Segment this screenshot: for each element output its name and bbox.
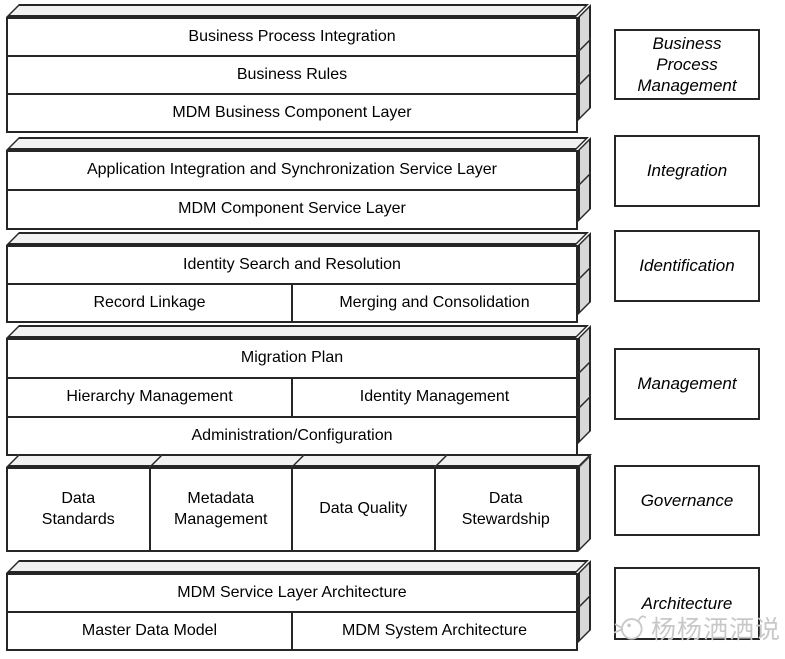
layer-row: MDM Service Layer Architecture [8, 575, 576, 611]
layer-row: Business Process Integration [8, 19, 576, 55]
slab-front: Identity Search and Resolution Record Li… [6, 245, 578, 323]
layer-row: MDM Business Component Layer [8, 93, 576, 131]
layer-row: Identity Search and Resolution [8, 247, 576, 283]
layer-row: Business Rules [8, 55, 576, 93]
box-mdm-service-layer-architecture: MDM Service Layer Architecture [177, 583, 407, 601]
slab-top-face [6, 560, 589, 573]
layer-row: Hierarchy Management Identity Management [8, 377, 576, 416]
side-label-integration: Integration [614, 135, 760, 207]
slab-front: Business Process Integration Business Ru… [6, 17, 578, 133]
box-label: Data Standards [41, 489, 115, 528]
box-mdm-system-architecture: MDM System Architecture [291, 613, 576, 649]
layer-row: Administration/Configuration [8, 416, 576, 454]
side-label-text: Management [637, 374, 737, 394]
layer-row: Record Linkage Merging and Consolidation [8, 283, 576, 321]
side-label-governance: Governance [614, 465, 760, 536]
side-label-text: Identification [639, 256, 735, 276]
slab-top-face [291, 454, 449, 467]
box-merging-and-consolidation: Merging and Consolidation [291, 285, 576, 321]
box-metadata-management: Metadata Management [148, 454, 306, 552]
slab-top-face [148, 454, 306, 467]
watermark: 杨杨洒洒说 [612, 610, 781, 646]
slab-front: Application Integration and Synchronizat… [6, 150, 578, 230]
box-record-linkage: Record Linkage [93, 293, 206, 311]
box-business-process-integration: Business Process Integration [188, 27, 396, 45]
box-hierarchy-management: Hierarchy Management [66, 388, 233, 406]
governance-slab-row: Data Standards Metadata Management Data … [6, 454, 591, 552]
box-master-data-model: Master Data Model [81, 621, 218, 639]
slab-top-face [6, 232, 589, 245]
slab-top-face [6, 325, 589, 338]
slab-top-face [6, 4, 589, 17]
box-identity-search-and-resolution: Identity Search and Resolution [183, 255, 401, 273]
side-label-identification: Identification [614, 230, 760, 302]
box-data-quality: Data Quality [291, 454, 449, 552]
box-mdm-business-component-layer: MDM Business Component Layer [172, 103, 412, 121]
watermark-text: 杨杨洒洒说 [651, 616, 782, 644]
box-business-rules: Business Rules [236, 65, 348, 83]
watermark-mascot-icon [613, 615, 647, 640]
box-application-integration-sync-service-layer: Application Integration and Synchronizat… [86, 161, 498, 179]
side-label-text: Architecture [641, 593, 733, 613]
slab-side-face [578, 454, 591, 552]
side-label-text: Integration [646, 161, 728, 181]
slab-front: MDM Service Layer Architecture Master Da… [6, 573, 578, 651]
box-mdm-component-service-layer: MDM Component Service Layer [178, 200, 406, 218]
side-label-management: Management [614, 348, 760, 420]
slab-front: Migration Plan Hierarchy Management Iden… [6, 338, 578, 456]
box-label: Data Stewardship [461, 489, 550, 528]
side-label-business-process-management: Business Process Management [614, 29, 760, 100]
layer-row: Migration Plan [8, 340, 576, 377]
box-migration-plan: Migration Plan [240, 349, 344, 367]
box-label: Data Quality [319, 500, 408, 518]
box-data-stewardship: Data Stewardship [433, 454, 591, 552]
slab-top-face [433, 454, 591, 467]
side-label-text: Governance [640, 490, 734, 510]
box-administration-configuration: Administration/Configuration [191, 426, 393, 444]
box-label: Metadata Management [174, 489, 268, 528]
layer-row: MDM Component Service Layer [8, 189, 576, 228]
layer-row: Master Data Model MDM System Architectur… [8, 611, 576, 649]
slab-top-face [6, 454, 164, 467]
side-label-text: Business Process Management [637, 33, 737, 96]
layer-row: Application Integration and Synchronizat… [8, 152, 576, 189]
box-data-standards: Data Standards [6, 454, 164, 552]
box-identity-management: Identity Management [291, 379, 576, 416]
slab-top-face [6, 137, 589, 150]
